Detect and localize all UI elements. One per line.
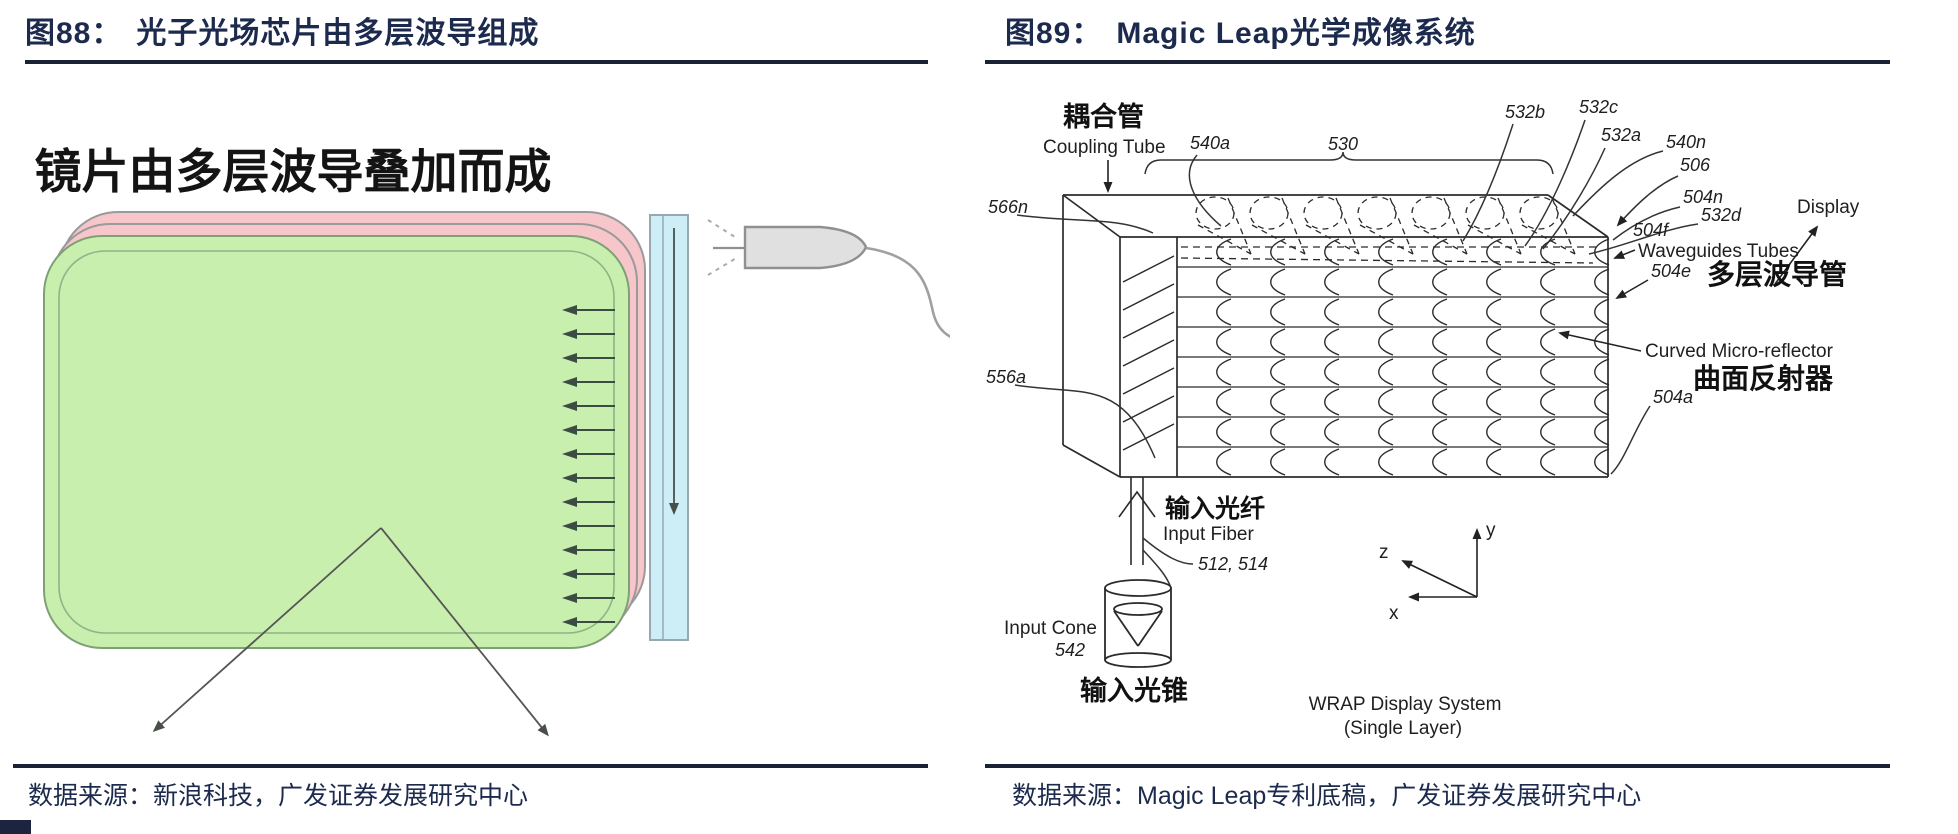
ref-540a: 540a	[1190, 133, 1230, 153]
right-header-rule	[985, 60, 1890, 64]
fiber-cable	[865, 246, 950, 338]
ref-540n: 540n	[1666, 132, 1706, 152]
ref-532a: 532a	[1601, 125, 1641, 145]
micro-reflector-arcs	[1216, 238, 1610, 476]
waveguides-pointer-2	[1615, 279, 1649, 300]
input-cone-vessel	[1104, 579, 1172, 668]
input-cone-label-en: Input Cone	[1004, 618, 1097, 639]
wrap-system-label-line1: WRAP Display System	[1309, 694, 1502, 715]
page-corner-bar	[0, 820, 31, 834]
ref-556a: 556a	[986, 367, 1026, 387]
lens-stack-diagram: 镜片由多层波导叠加而成	[35, 145, 950, 737]
left-header-rule	[25, 60, 928, 64]
fiber-path-dashes	[1180, 246, 1599, 264]
right-source: 数据来源：Magic Leap专利底稿，广发证券发展研究中心	[1012, 782, 1642, 810]
leader-504a	[1610, 405, 1651, 475]
axis-y-label: y	[1486, 520, 1496, 541]
ref-532d: 532d	[1701, 205, 1742, 225]
waveguide-row-lines	[1177, 266, 1608, 448]
slab-outline	[1062, 194, 1609, 478]
right-footer-rule	[985, 764, 1890, 768]
figure-89-caption: Magic Leap光学成像系统	[1116, 17, 1476, 50]
figure-88-caption: 光子光场芯片由多层波导组成	[136, 17, 540, 50]
coupling-tube-hatching	[1122, 255, 1175, 451]
brace-530	[1144, 151, 1554, 175]
leader-532c	[1524, 119, 1586, 247]
leader-566n	[1016, 214, 1154, 234]
figure-88-title: 图88： 光子光场芯片由多层波导组成	[25, 8, 539, 52]
ref-566n: 566n	[988, 197, 1028, 217]
input-fiber	[1118, 477, 1156, 565]
fiber-collimator	[707, 219, 950, 338]
reflector-label-en: Curved Micro-reflector	[1645, 341, 1834, 362]
ref-532b: 532b	[1505, 102, 1545, 122]
left-source: 数据来源：新浪科技，广发证券发展研究中心	[28, 782, 529, 810]
waveguides-label-cn: 多层波导管	[1707, 258, 1847, 290]
emission-rays	[707, 219, 739, 276]
wrap-system-label-line2: (Single Layer)	[1344, 718, 1462, 739]
figure-89-title: 图89： Magic Leap光学成像系统	[1005, 8, 1476, 52]
figure-89-number: 图89：	[1005, 17, 1103, 50]
waveguides-label-en: Waveguides Tubes	[1638, 241, 1799, 262]
ref-504a: 504a	[1653, 387, 1693, 407]
display-label: Display	[1797, 197, 1860, 218]
reflector-pointer	[1558, 330, 1642, 352]
ref-512-514: 512, 514	[1198, 554, 1268, 574]
figure-88-number: 图88：	[25, 17, 123, 50]
leader-540a	[1188, 154, 1222, 227]
input-fiber-label-cn: 输入光纤	[1165, 494, 1265, 523]
ref-504e: 504e	[1651, 261, 1691, 281]
coordinate-axes: y x z	[1379, 520, 1496, 624]
reflector-label-cn: 曲面反射器	[1693, 363, 1834, 394]
coupling-tube-label-en: Coupling Tube	[1043, 137, 1166, 158]
leader-504n	[1612, 206, 1681, 241]
ref-530: 530	[1328, 134, 1358, 154]
focus-cone-lines	[152, 527, 549, 737]
wrap-display-patent-diagram: 耦合管 Coupling Tube 530 540a	[986, 97, 1860, 739]
leader-532a	[1542, 147, 1606, 250]
leader-532d	[1588, 223, 1699, 255]
ref-532c: 532c	[1579, 97, 1618, 117]
input-cone-label-cn: 输入光锥	[1080, 675, 1188, 706]
axis-x-label: x	[1389, 603, 1399, 624]
leader-532b	[1462, 123, 1514, 242]
leader-506	[1616, 175, 1679, 227]
waveguides-pointer-1	[1613, 249, 1636, 259]
display-arrow	[1774, 225, 1819, 285]
injection-bar	[649, 214, 689, 641]
ref-542: 542	[1055, 640, 1085, 660]
lens-inner-outline	[58, 250, 615, 634]
leader-540n	[1572, 150, 1664, 217]
lens-caption: 镜片由多层波导叠加而成	[35, 145, 552, 198]
projection-cones	[1195, 196, 1576, 255]
leader-556a	[1014, 384, 1156, 459]
ref-504n: 504n	[1683, 187, 1723, 207]
ref-506: 506	[1680, 155, 1711, 175]
coupling-tube-label-cn: 耦合管	[1063, 101, 1144, 132]
axis-z-label: z	[1379, 542, 1389, 563]
input-fiber-label-en: Input Fiber	[1163, 524, 1254, 545]
ref-504f: 504f	[1633, 220, 1670, 240]
lens-layer-green	[43, 235, 630, 649]
left-footer-rule	[13, 764, 928, 768]
exit-light-arrows	[562, 305, 615, 627]
